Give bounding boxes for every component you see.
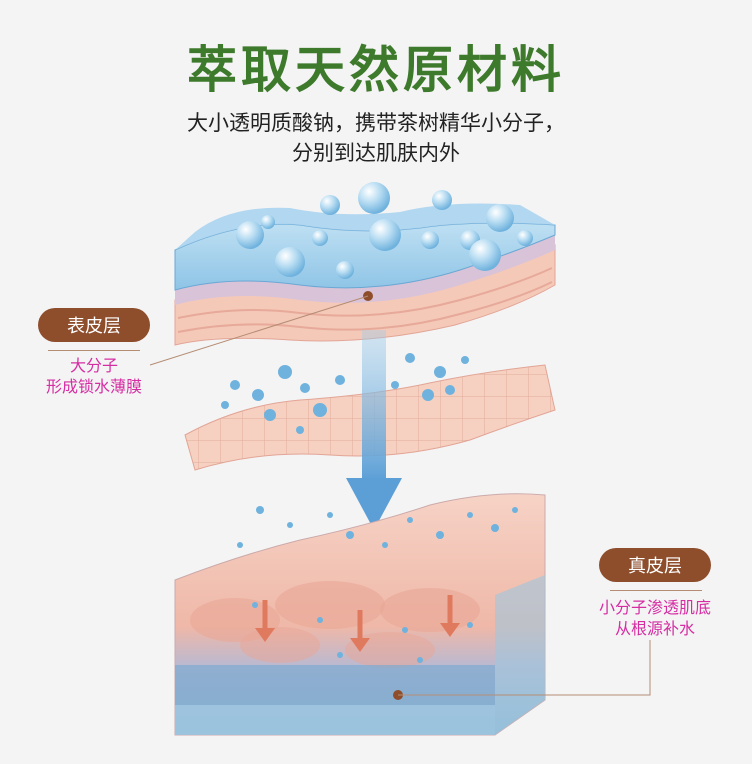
subtitle-line-2: 分别到达肌肤内外: [292, 141, 460, 165]
epidermis-note-line-2: 形成锁水薄膜: [45, 377, 142, 396]
epidermis-note-line-1: 大分子: [69, 356, 118, 375]
page-subtitle: 大小透明质酸钠，携带茶树精华小分子， 分别到达肌肤内外: [0, 108, 752, 168]
dermis-note-line-1: 小分子渗透肌底: [598, 598, 711, 617]
dermis-note: 小分子渗透肌底 从根源补水: [585, 597, 725, 639]
epidermis-layer: [174, 203, 556, 346]
small-molecules: [221, 353, 518, 663]
epidermis-note: 大分子 形成锁水薄膜: [38, 355, 150, 397]
dermis-label: 真皮层: [599, 548, 711, 582]
dermis-note-line-2: 从根源补水: [614, 619, 695, 638]
penetration-arrow: [346, 330, 402, 530]
epidermis-label: 表皮层: [38, 308, 150, 342]
page-title: 萃取天然原材料: [187, 41, 565, 99]
leader-lines: [149, 291, 651, 700]
subtitle-line-1: 大小透明质酸钠，携带茶树精华小分子，: [187, 111, 565, 135]
dermis-block: [174, 493, 546, 736]
epidermis-divider: [48, 350, 140, 351]
dermis-divider: [610, 590, 702, 591]
large-molecules: [236, 182, 533, 279]
